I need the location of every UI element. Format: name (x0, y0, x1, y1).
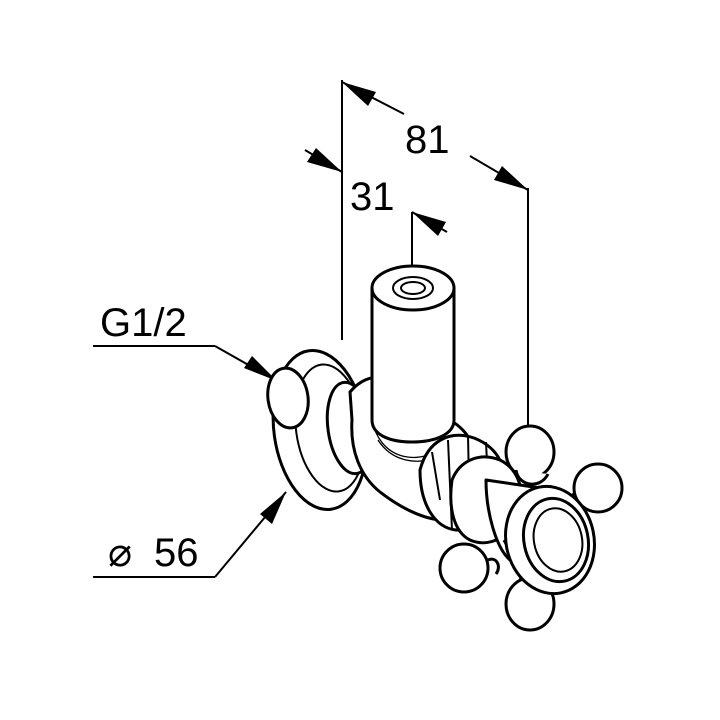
dimension-thread: G1/2 (93, 301, 277, 381)
handle-knob-left (438, 542, 490, 594)
diameter-value: 56 (154, 531, 199, 575)
outlet-top (370, 264, 456, 312)
valve-body (266, 264, 563, 562)
dimension-diameter: ⌀ 56 (93, 491, 287, 578)
dimension-81: 81 (341, 80, 529, 430)
handle-knob-right (572, 462, 624, 514)
dimension-31-label: 31 (350, 175, 395, 219)
handle-knob-top (504, 424, 556, 480)
thread-size-label: G1/2 (100, 301, 187, 345)
diameter-symbol: ⌀ (108, 531, 132, 575)
dimension-81-label: 81 (405, 118, 450, 162)
inlet-thread (266, 366, 310, 430)
cross-handle[interactable] (438, 424, 624, 632)
